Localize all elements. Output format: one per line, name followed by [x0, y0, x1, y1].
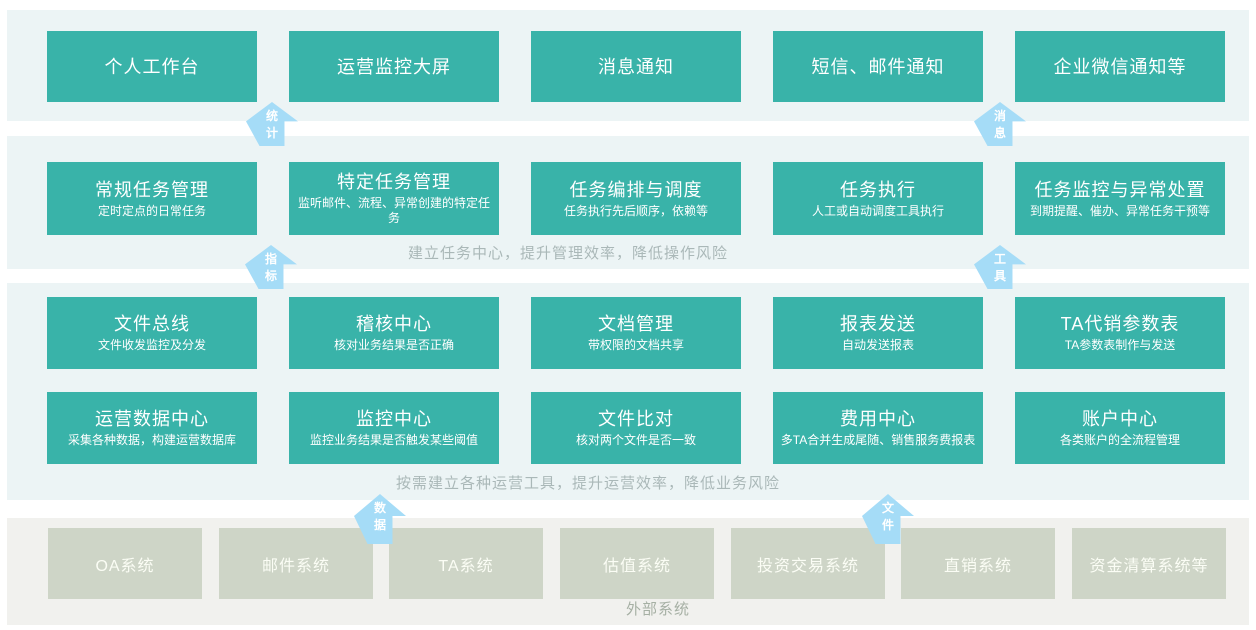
box-account-center: 账户中心 各类账户的全流程管理: [1015, 392, 1225, 464]
box-file-bus: 文件总线 文件收发监控及分发: [47, 297, 257, 369]
box-title: 费用中心: [840, 409, 916, 429]
box-oa-system: OA系统: [48, 528, 202, 599]
box-document-management: 文档管理 带权限的文档共享: [531, 297, 741, 369]
box-task-orchestration-scheduling: 任务编排与调度 任务执行先后顺序，依赖等: [531, 162, 741, 235]
box-regular-task-management: 常规任务管理 定时定点的日常任务: [47, 162, 257, 235]
box-title: 特定任务管理: [337, 172, 451, 192]
box-subtitle: 自动发送报表: [841, 338, 914, 352]
box-personal-workbench: 个人工作台: [47, 31, 257, 102]
box-title: 文件比对: [598, 409, 674, 429]
box-title: TA代销参数表: [1060, 314, 1180, 334]
box-valuation-system: 估值系统: [560, 528, 714, 599]
box-ta-system: TA系统: [389, 528, 543, 599]
box-title: 运营数据中心: [95, 409, 209, 429]
box-fee-center: 费用中心 多TA合并生成尾随、销售服务费报表: [773, 392, 983, 464]
section-applications: 个人工作台 运营监控大屏 消息通知 短信、邮件通知 企业微信通知等: [7, 10, 1249, 121]
box-title: 运营监控大屏: [337, 56, 451, 77]
tool-layer-caption: 按需建立各种运营工具，提升运营效率，降低业务风险: [395, 475, 780, 492]
box-sms-email-notification: 短信、邮件通知: [773, 31, 983, 102]
box-subtitle: 监听邮件、流程、异常创建的特定任务: [297, 196, 490, 225]
box-subtitle: 采集各种数据，构建运营数据库: [67, 433, 236, 447]
box-investment-trading-system: 投资交易系统: [731, 528, 885, 599]
box-subtitle: 带权限的文档共享: [587, 338, 684, 352]
box-subtitle: 各类账户的全流程管理: [1059, 433, 1180, 447]
external-layer-caption: 外部系统: [625, 601, 690, 618]
box-title: 个人工作台: [104, 56, 200, 77]
box-title: 文档管理: [598, 314, 674, 334]
arrow-label: 指标: [264, 252, 277, 283]
arrow-label: 消息: [993, 109, 1006, 140]
box-title: 常规任务管理: [95, 179, 209, 200]
box-task-execution: 任务执行 人工或自动调度工具执行: [773, 162, 983, 235]
box-title: 文件总线: [114, 314, 190, 334]
section-task-center: 常规任务管理 定时定点的日常任务 特定任务管理 监听邮件、流程、异常创建的特定任…: [7, 136, 1249, 269]
box-subtitle: 定时定点的日常任务: [97, 203, 206, 218]
box-title: 稽核中心: [356, 314, 432, 334]
box-message-notification: 消息通知: [531, 31, 741, 102]
section-external-systems: OA系统 邮件系统 TA系统 估值系统 投资交易系统 直销系统 资金清算系统等 …: [7, 518, 1249, 625]
box-subtitle: 文件收发监控及分发: [97, 338, 206, 352]
box-title: 任务编排与调度: [569, 179, 703, 200]
box-subtitle: 核对业务结果是否正确: [333, 338, 454, 352]
box-subtitle: 监控业务结果是否触发某些阈值: [309, 433, 478, 447]
box-title: 企业微信通知等: [1053, 56, 1187, 77]
box-task-monitoring-exception: 任务监控与异常处置 到期提醒、催办、异常任务干预等: [1015, 162, 1225, 235]
box-monitoring-center: 监控中心 监控业务结果是否触发某些阈值: [289, 392, 499, 464]
box-subtitle: 到期提醒、催办、异常任务干预等: [1029, 203, 1210, 218]
box-subtitle: TA参数表制作与发送: [1064, 338, 1176, 352]
arrow-label: 文件: [881, 501, 894, 532]
box-title: 短信、邮件通知: [811, 56, 945, 77]
box-title: 监控中心: [356, 409, 432, 429]
box-subtitle: 核对两个文件是否一致: [575, 433, 696, 447]
section-operation-tools: 文件总线 文件收发监控及分发 稽核中心 核对业务结果是否正确 文档管理 带权限的…: [7, 283, 1249, 500]
task-layer-caption: 建立任务中心，提升管理效率，降低操作风险: [407, 245, 728, 262]
box-title: 任务执行: [840, 179, 916, 200]
box-title: 任务监控与异常处置: [1034, 179, 1206, 200]
arrow-label: 数据: [373, 501, 386, 532]
box-ops-monitor-dashboard: 运营监控大屏: [289, 31, 499, 102]
box-mail-system: 邮件系统: [219, 528, 373, 599]
box-title: 账户中心: [1082, 409, 1158, 429]
box-ops-data-center: 运营数据中心 采集各种数据，构建运营数据库: [47, 392, 257, 464]
arrow-label: 统计: [265, 109, 278, 140]
box-subtitle: 人工或自动调度工具执行: [811, 203, 944, 218]
box-report-sending: 报表发送 自动发送报表: [773, 297, 983, 369]
box-title: 报表发送: [840, 314, 916, 334]
box-file-comparison: 文件比对 核对两个文件是否一致: [531, 392, 741, 464]
box-subtitle: 多TA合并生成尾随、销售服务费报表: [780, 433, 976, 447]
box-ta-agency-parameter-table: TA代销参数表 TA参数表制作与发送: [1015, 297, 1225, 369]
box-title: 消息通知: [598, 56, 674, 77]
box-fund-clearing-system: 资金清算系统等: [1072, 528, 1226, 599]
box-wechat-work-notification: 企业微信通知等: [1015, 31, 1225, 102]
box-subtitle: 任务执行先后顺序，依赖等: [563, 203, 708, 218]
arrow-label: 工具: [993, 252, 1006, 283]
box-specific-task-management: 特定任务管理 监听邮件、流程、异常创建的特定任务: [289, 162, 499, 235]
box-audit-center: 稽核中心 核对业务结果是否正确: [289, 297, 499, 369]
box-direct-sales-system: 直销系统: [901, 528, 1055, 599]
